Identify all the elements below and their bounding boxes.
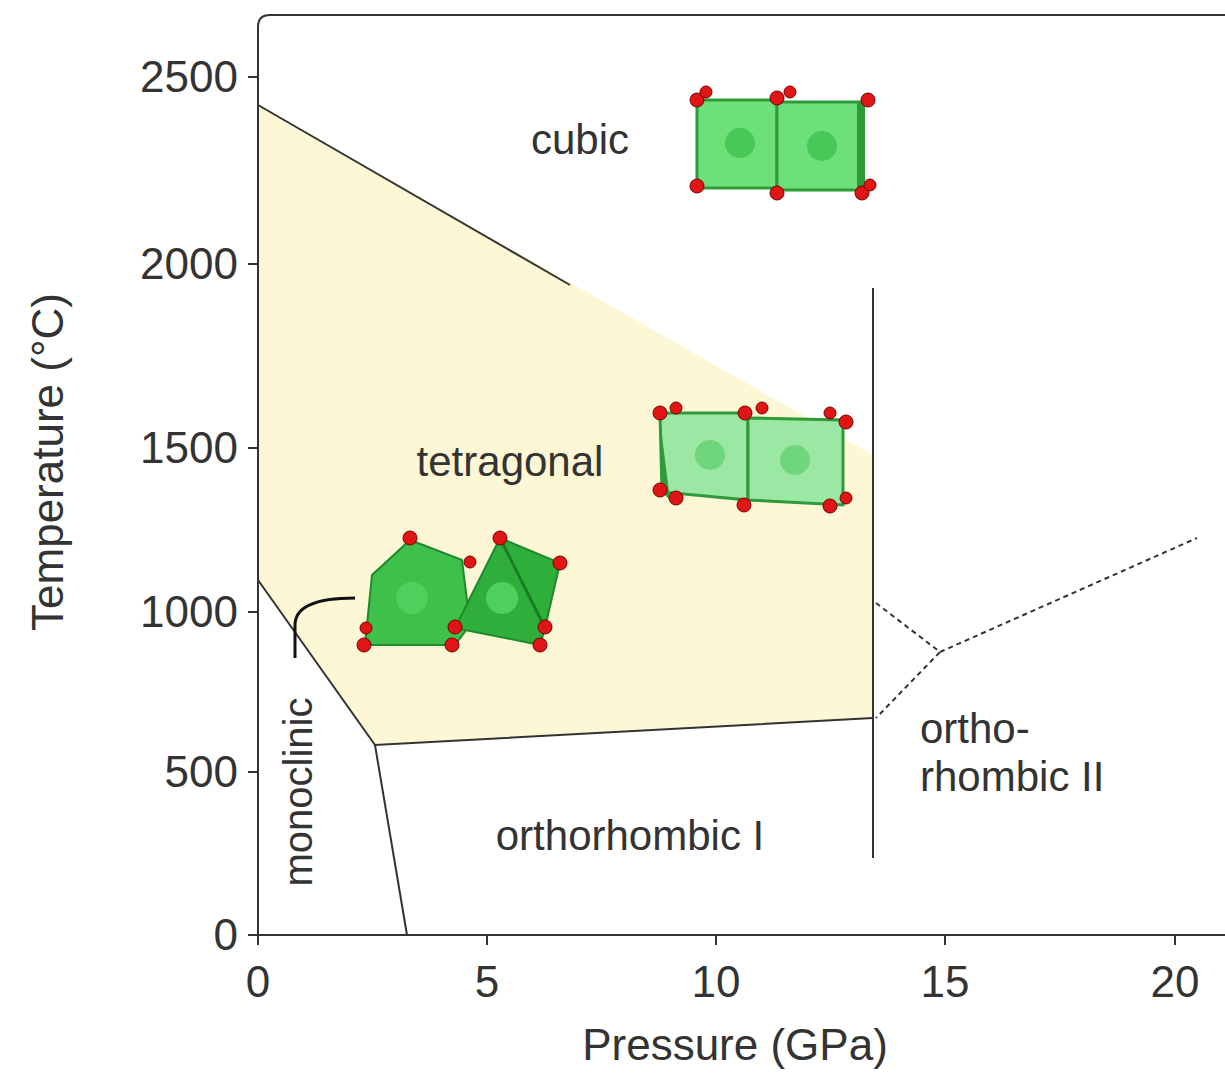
leader-line — [295, 598, 355, 658]
phase-label: orthorhombic I — [496, 815, 764, 857]
x-tick-label: 10 — [692, 960, 741, 1004]
y-tick-label: 2000 — [140, 242, 238, 286]
cubic-crystal — [690, 86, 876, 200]
x-tick-label: 0 — [246, 960, 270, 1004]
axis-ticks — [248, 77, 1175, 945]
y-tick-label: 0 — [214, 913, 238, 957]
x-tick-label: 15 — [921, 960, 970, 1004]
tetragonal-field — [258, 105, 873, 745]
axis-title: Pressure (GPa) — [582, 1023, 888, 1067]
dashed-boundaries — [876, 538, 1197, 718]
phase-label: cubic — [531, 119, 629, 161]
tetragonal-crystal — [653, 402, 853, 513]
axis-title: Temperature (°C) — [26, 293, 70, 631]
x-tick-label: 5 — [475, 960, 499, 1004]
phase-label: ortho- rhombic II — [920, 705, 1170, 802]
y-tick-label: 500 — [165, 750, 238, 794]
phase-label: monoclinic — [278, 698, 318, 887]
y-tick-label: 1000 — [140, 590, 238, 634]
monoclinic-crystal — [357, 531, 567, 652]
x-tick-label: 20 — [1151, 960, 1200, 1004]
plot-frame — [258, 15, 1225, 935]
y-tick-label: 1500 — [140, 426, 238, 470]
phase-label: tetragonal — [417, 441, 604, 483]
phase-boundaries — [258, 105, 873, 935]
y-tick-label: 2500 — [140, 55, 238, 99]
